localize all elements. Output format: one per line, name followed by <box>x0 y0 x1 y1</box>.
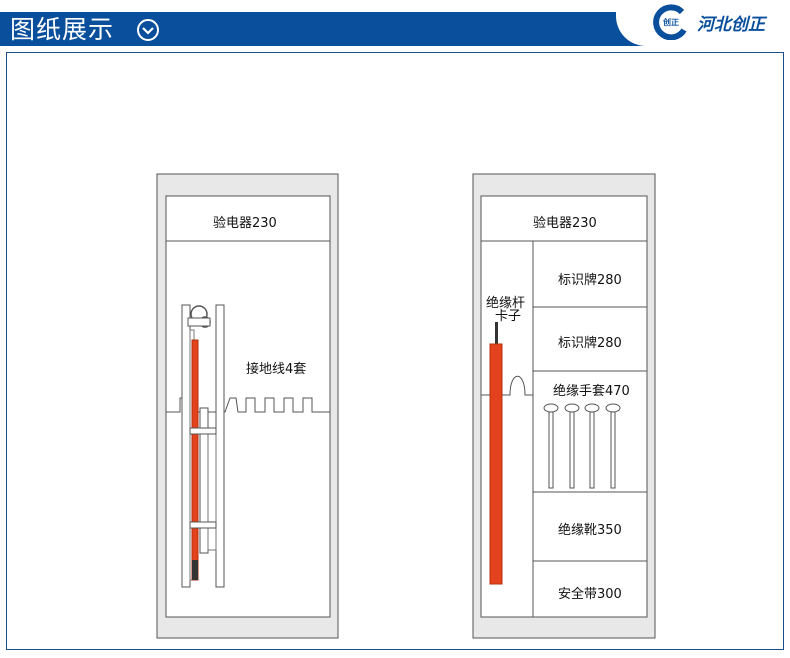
chevron-down-icon[interactable] <box>136 18 160 42</box>
shelf-label-sign-1: 标识牌280 <box>558 273 622 288</box>
shelf-label-boots: 绝缘靴350 <box>558 523 622 538</box>
logo-text: 创正 <box>662 17 679 27</box>
logo-icon: 创正 <box>653 4 687 40</box>
shelf-label-belt: 安全带300 <box>558 587 622 602</box>
left-top-label: 验电器230 <box>213 216 277 231</box>
grounding-wire-label: 接地线4套 <box>246 362 307 377</box>
clip-label: 卡子 <box>495 309 522 324</box>
brand-name: 河北创正 <box>697 15 765 35</box>
shelf-label-sign-2: 标识牌280 <box>558 336 622 351</box>
header: 图纸展示 创正 河北创正 <box>0 0 790 46</box>
page-title: 图纸展示 <box>10 15 115 44</box>
pole-label: 绝缘杆 <box>486 296 526 311</box>
right-top-label: 验电器230 <box>533 216 597 231</box>
drawing-frame <box>6 52 784 650</box>
logo-area <box>616 0 790 46</box>
shelf-label-gloves: 绝缘手套470 <box>553 384 630 399</box>
